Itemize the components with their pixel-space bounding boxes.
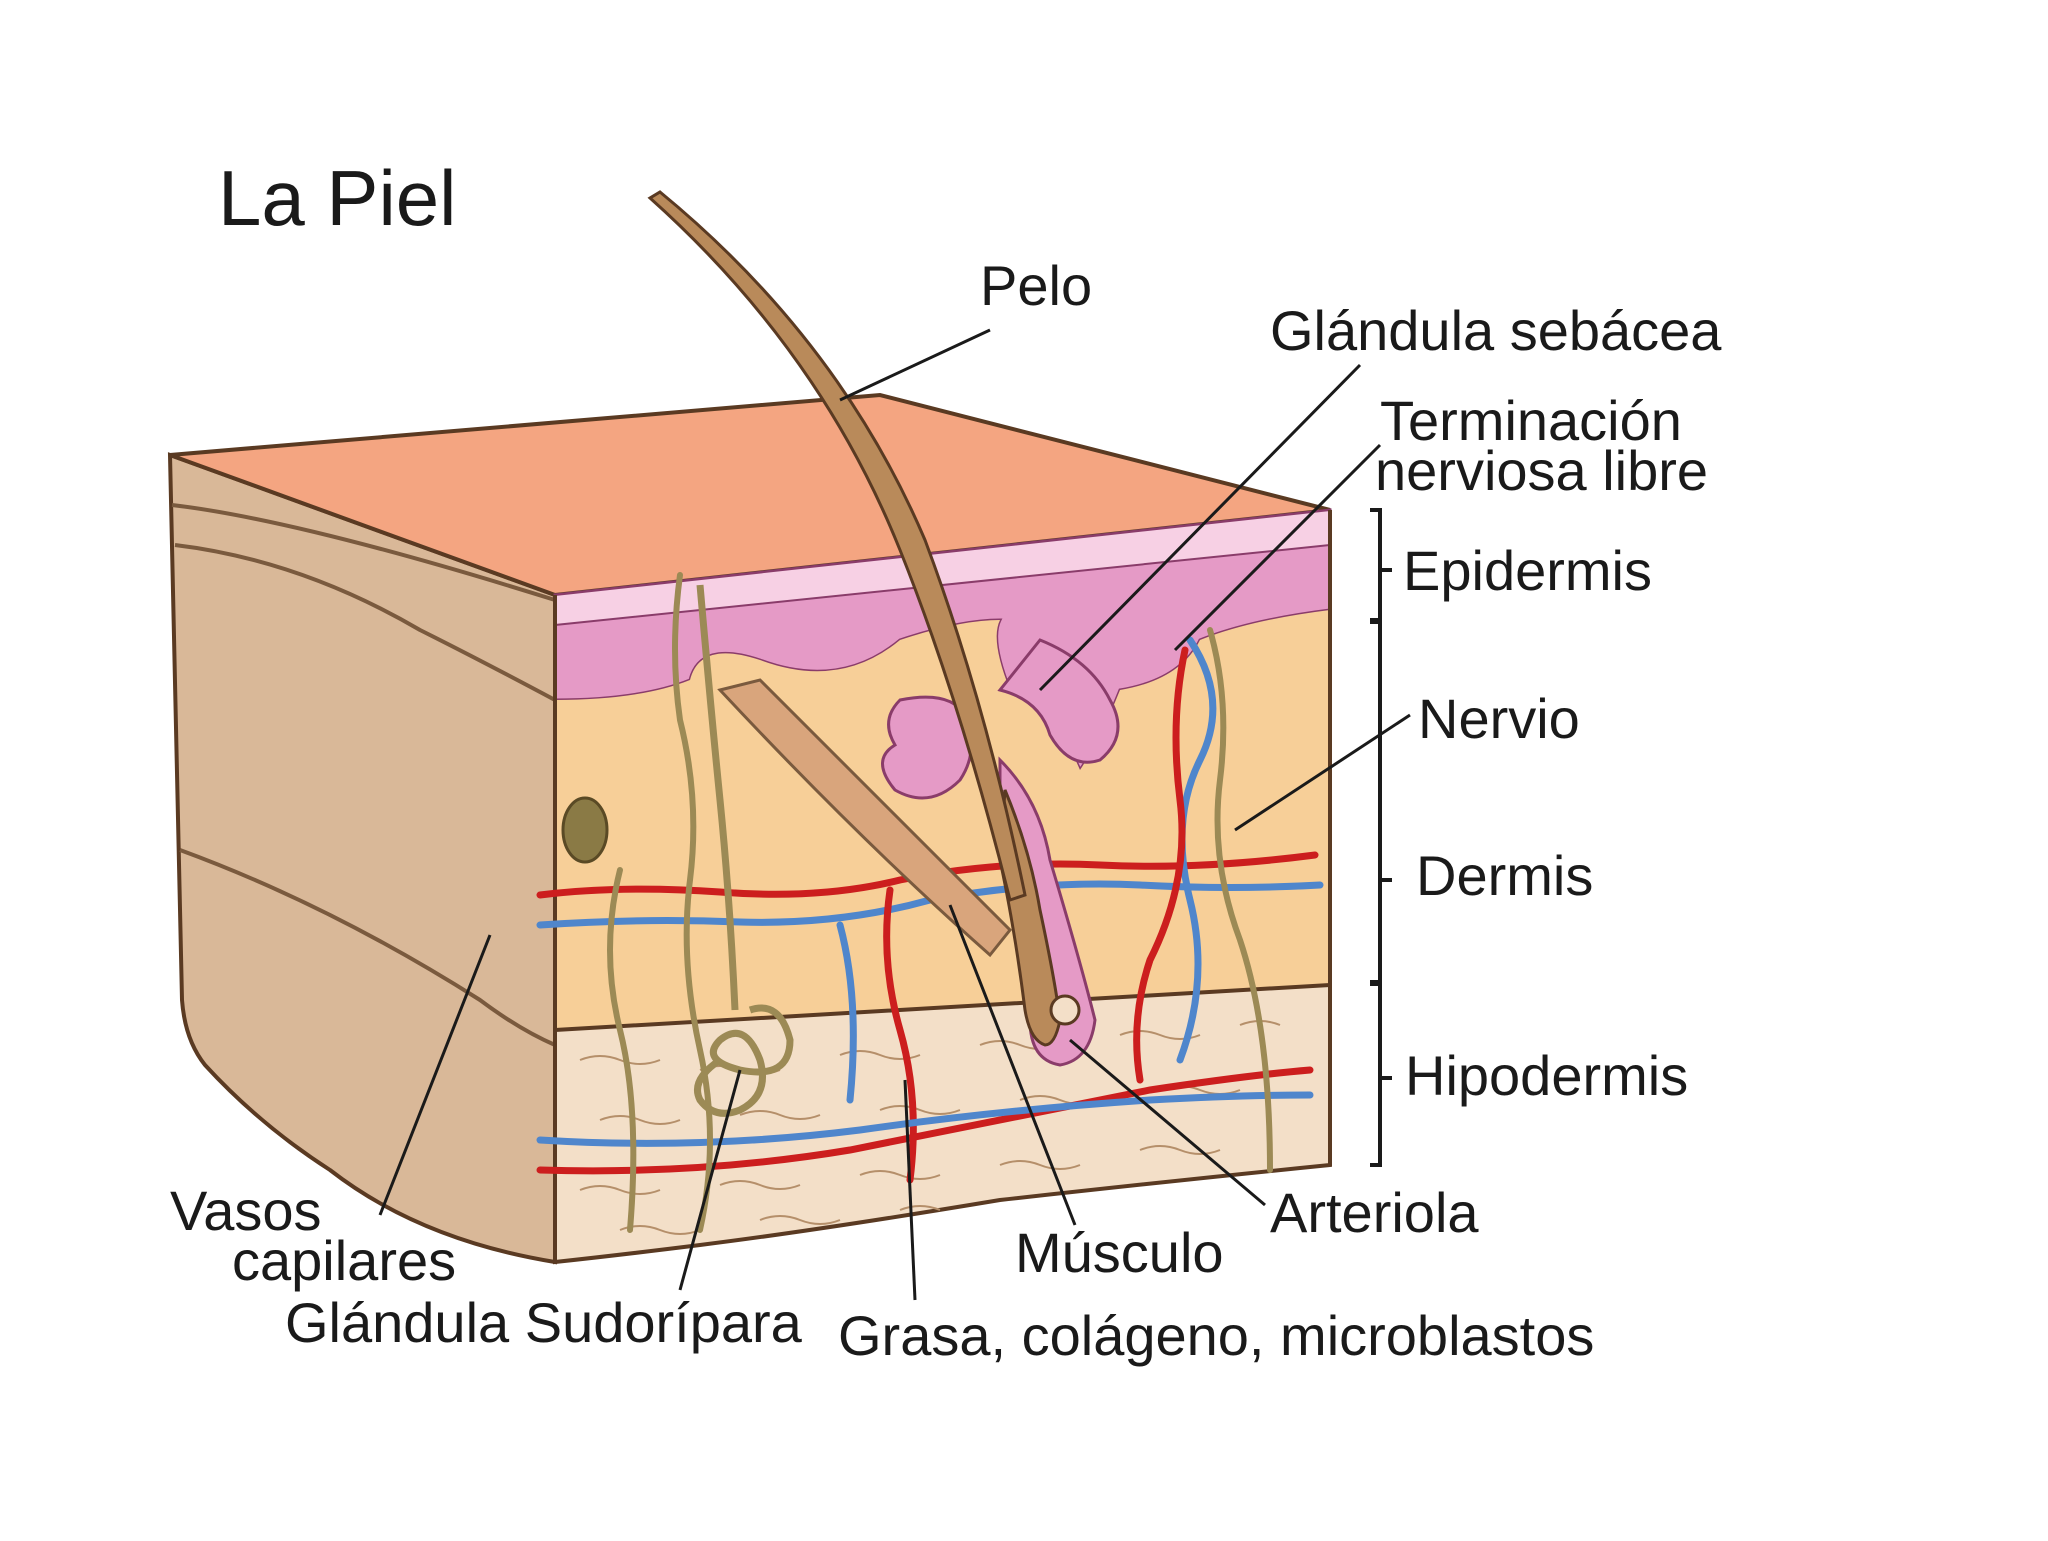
label-hipodermis: Hipodermis <box>1405 1044 1688 1107</box>
hair-papilla <box>1049 994 1081 1026</box>
leader-glandula-sudoripara <box>678 1069 742 1291</box>
layer-brackets <box>1370 508 1392 1167</box>
bracket-hipodermis <box>1370 982 1392 1167</box>
skin-block-illustration <box>167 190 1332 1265</box>
fat-texture <box>579 1020 1281 1235</box>
leader-pelo <box>839 328 991 402</box>
side-face-lines <box>171 503 556 1047</box>
label-dermis: Dermis <box>1416 844 1593 907</box>
label-glandula-sudoripara: Glándula Sudorípara <box>285 1291 803 1354</box>
leader-lines <box>378 328 1411 1301</box>
front-face-outline <box>553 510 1332 1262</box>
label-terminacion-1: Terminación <box>1380 389 1682 452</box>
label-vasos-1: Vasos <box>170 1179 321 1242</box>
hair-shaft <box>647 190 1027 902</box>
label-grasa: Grasa, colágeno, microblastos <box>838 1304 1594 1367</box>
label-glandula-sebacea: Glándula sebácea <box>1270 299 1722 362</box>
dermal-artery <box>536 851 1319 899</box>
leader-musculo <box>948 904 1077 1226</box>
leader-arteriola <box>1069 1038 1266 1207</box>
arrector-pili-muscle <box>717 678 1013 958</box>
sweat-gland <box>694 584 794 1117</box>
diagram-title: La Piel <box>218 154 457 242</box>
label-pelo: Pelo <box>980 254 1092 317</box>
label-vasos-2: capilares <box>232 1229 456 1292</box>
label-epidermis: Epidermis <box>1403 539 1652 602</box>
nerve-ending-bulb <box>561 796 609 864</box>
label-arteriola: Arteriola <box>1270 1181 1479 1244</box>
leader-glandula-sebacea <box>1038 363 1362 692</box>
side-face <box>167 452 557 1265</box>
leader-terminacion <box>1173 443 1382 652</box>
bracket-dermis <box>1370 620 1392 984</box>
label-terminacion-2: nerviosa libre <box>1375 439 1708 502</box>
bracket-epidermis <box>1370 508 1392 622</box>
leader-grasa <box>903 1079 917 1301</box>
leader-vasos <box>378 934 492 1216</box>
label-nervio: Nervio <box>1418 687 1580 750</box>
label-musculo: Músculo <box>1015 1221 1224 1284</box>
